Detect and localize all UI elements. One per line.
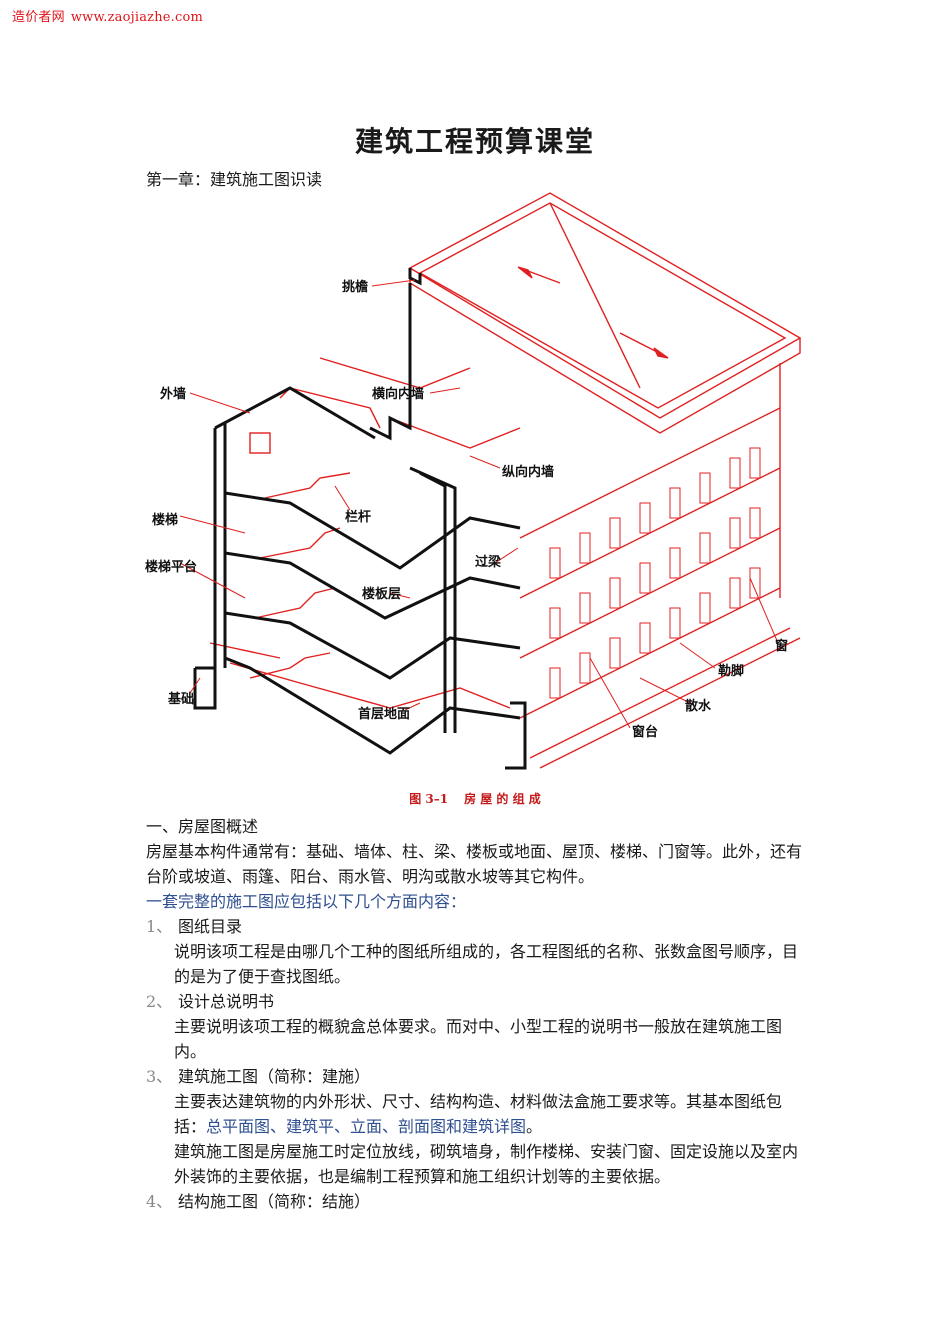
label-loubanceng: 楼板层 [362,586,401,602]
chapter-heading: 第一章：建筑施工图识读 [146,170,323,189]
document-body: 一、房屋图概述 房屋基本构件通常有：基础、墙体、柱、梁、楼板或地面、屋顶、楼梯、… [146,814,810,1214]
list-item-body: 主要表达建筑物的内外形状、尺寸、结构构造、材料做法盒施工要求等。其基本图纸包括：… [146,1089,810,1139]
label-hengxiang: 横向内墙 [372,386,424,402]
list-item-body-prefix: 主要表达建筑物的内外形状、尺寸、结构构造、材料做法盒施工要求等。其基本图纸包括： [174,1092,783,1136]
label-jichu: 基础 [167,691,194,707]
label-loutipingtai: 楼梯平台 [145,559,197,575]
label-shoucengdimian: 首层地面 [358,706,410,722]
figure-caption: 图 3–1 房 屋 的 组 成 [0,790,950,807]
list-item-body: 说明该项工程是由哪几个工种的图纸所组成的，各工程图纸的名称、张数盒图号顺序，目的… [174,942,799,986]
label-lejiao: 勒脚 [718,663,744,679]
label-tiaoyan: 挑檐 [342,279,368,295]
label-langan: 栏杆 [345,509,371,525]
list-item-body: 建筑施工图是房屋施工时定位放线，砌筑墙身，制作楼梯、安装门窗、固定设施以及室内外… [174,1142,799,1186]
site-watermark: 造价者网 www.zaojiazhe.com [12,6,203,25]
list-item-number: 4、 [146,1192,173,1211]
label-zongxiang: 纵向内墙 [502,464,554,480]
figure-caption-text: 房 屋 的 组 成 [464,792,541,806]
label-guoliang: 过梁 [475,554,502,570]
paragraph-contents-intro: 一套完整的施工图应包括以下几个方面内容： [146,892,467,911]
label-chuang: 窗 [775,638,788,654]
label-waiqiang: 外墙 [159,386,186,402]
label-chuangtai: 窗台 [632,724,658,740]
building-section-drawing: 挑檐 外墙 横向内墙 纵向内墙 栏杆 楼梯 楼梯平台 过梁 楼板层 基础 首层地… [145,192,802,770]
list-item-number: 1、 [146,917,173,936]
list-item-title: 3、建筑施工图（简称：建施） [146,1064,810,1089]
list-item-title: 1、图纸目录 [146,914,810,939]
list-item-title: 4、结构施工图（简称：结施） [146,1189,810,1214]
list-item-number: 2、 [146,992,173,1011]
section-heading: 一、房屋图概述 [146,817,259,836]
watermark-url: www.zaojiazhe.com [70,10,204,25]
drawing-types-link: 总平面图、建筑平、立面、剖面图和建筑详图 [206,1117,527,1136]
watermark-site: 造价者网 [12,10,65,25]
list-item-body: 主要说明该项工程的概貌盒总体要求。而对中、小型工程的说明书一般放在建筑施工图内。 [174,1017,783,1061]
list-item-label: 建筑施工图（简称：建施） [178,1067,371,1086]
page-title: 建筑工程预算课堂 [354,125,595,158]
label-sanshui: 散水 [685,698,712,714]
list-item-body-suffix: 。 [526,1117,543,1136]
label-louti: 楼梯 [152,512,178,528]
list-item-number: 3、 [146,1067,173,1086]
figure-caption-number: 图 3–1 [409,792,449,806]
list-item-label: 图纸目录 [178,917,243,936]
list-item-label: 结构施工图（简称：结施） [178,1192,371,1211]
list-item-title: 2、设计总说明书 [146,989,810,1014]
paragraph-components: 房屋基本构件通常有：基础、墙体、柱、梁、楼板或地面、屋顶、楼梯、门窗等。此外，还… [146,842,803,886]
list-item-label: 设计总说明书 [178,992,275,1011]
